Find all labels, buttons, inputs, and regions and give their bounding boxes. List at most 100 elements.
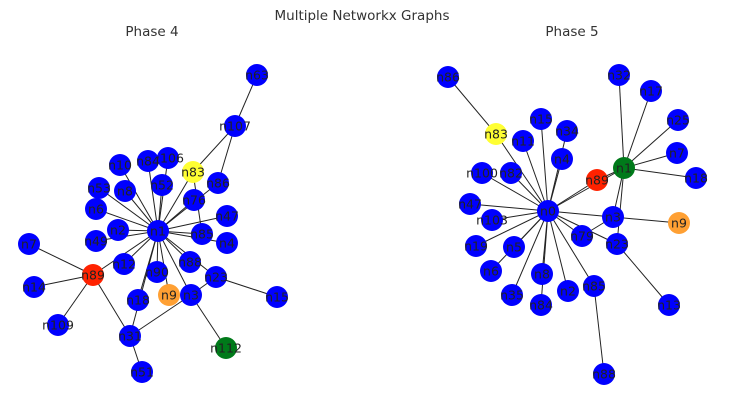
node-label-n103: n103 (476, 213, 508, 228)
node-label-n49: n49 (84, 234, 108, 249)
node-n89-phase-4: n89 (81, 264, 105, 286)
node-n86-phase-5: n86 (436, 66, 460, 88)
node-circle-n18 (685, 167, 707, 189)
node-circle-n19 (465, 235, 487, 257)
node-circle-n103 (481, 209, 503, 231)
node-circle-n84 (530, 294, 552, 316)
figure-title: Multiple Networkx Graphs (274, 8, 449, 24)
node-circle-n25 (667, 109, 689, 131)
node-circle-n63 (246, 64, 268, 86)
node-n49-phase-4: n49 (84, 230, 108, 252)
node-n52-phase-4: n52 (150, 174, 174, 196)
node-circle-n107 (224, 115, 246, 137)
node-label-n82: n82 (499, 166, 523, 181)
node-circle-n88 (593, 363, 615, 385)
node-n18-phase-5: n18 (684, 167, 708, 189)
node-n12-phase-4: n12 (112, 253, 136, 275)
node-circle-n85 (583, 275, 605, 297)
node-n0-phase-5: n0 (537, 200, 559, 222)
node-label-n9: n9 (161, 288, 177, 303)
node-n88-phase-5: n88 (592, 363, 616, 385)
node-label-n106: n106 (152, 151, 184, 166)
node-n9-phase-5: n9 (668, 212, 690, 234)
node-label-n83: n83 (181, 165, 205, 180)
node-n15-phase-5: n15 (529, 108, 553, 130)
node-label-n4: n4 (554, 152, 570, 167)
node-label-n25: n25 (666, 113, 690, 128)
node-n18-phase-4: n18 (126, 289, 150, 311)
node-label-n3: n3 (183, 288, 199, 303)
node-circle-n7 (666, 142, 688, 164)
node-label-n47: n47 (458, 197, 482, 212)
node-n17-phase-5: n17 (639, 80, 663, 102)
node-label-n13: n13 (657, 298, 681, 313)
node-label-n112: n112 (210, 341, 242, 356)
edge-n31-n1 (129, 230, 159, 337)
node-n3-phase-4: n3 (180, 284, 202, 306)
node-label-n2: n2 (110, 223, 126, 238)
node-label-n14: n14 (22, 280, 46, 295)
node-n82-phase-5: n82 (499, 162, 523, 184)
node-n1-phase-4: n1 (147, 220, 169, 242)
node-n11-phase-5: n11 (511, 130, 535, 152)
node-n109-phase-4: n109 (42, 314, 74, 336)
node-n5-phase-5: n5 (503, 236, 525, 258)
node-circle-n5 (503, 236, 525, 258)
edge-n25-n1 (623, 119, 679, 169)
edge-n100-n0 (481, 172, 549, 212)
edge-n86-n83 (447, 76, 497, 135)
node-n84-phase-5: n84 (529, 294, 553, 316)
node-n51-phase-4: n51 (130, 361, 154, 383)
node-circle-n4 (216, 232, 238, 254)
node-label-n84: n84 (529, 298, 553, 313)
node-n4-phase-4: n4 (216, 232, 238, 254)
node-label-n18: n18 (126, 293, 150, 308)
node-label-n34: n34 (555, 124, 579, 139)
node-circle-n47 (459, 193, 481, 215)
node-label-n51: n51 (130, 365, 154, 380)
edge-n17-n1 (623, 90, 652, 169)
node-label-n0: n0 (540, 204, 556, 219)
node-n103-phase-5: n103 (476, 209, 508, 231)
node-n107-phase-4: n107 (219, 115, 251, 137)
edge-n23-n13 (616, 243, 670, 306)
node-label-n90: n90 (145, 265, 169, 280)
node-label-n17: n17 (639, 84, 663, 99)
node-circle-n89 (82, 264, 104, 286)
node-n15-phase-4: n15 (265, 286, 289, 308)
node-circle-n8 (114, 180, 136, 202)
node-n47-phase-4: n47 (215, 205, 239, 227)
node-circle-n109 (47, 314, 69, 336)
node-circle-n14 (23, 276, 45, 298)
panel-title-phase-4: Phase 4 (125, 24, 178, 40)
node-n35-phase-5: n35 (500, 284, 524, 306)
node-label-n19: n19 (464, 239, 488, 254)
node-n10-phase-4: n10 (108, 154, 132, 176)
node-circle-n7 (18, 233, 40, 255)
node-n23-phase-4: n23 (204, 266, 228, 288)
node-circle-n89 (586, 169, 608, 191)
node-label-n89: n89 (81, 268, 105, 283)
node-label-n85: n85 (190, 227, 214, 242)
node-n31-phase-4: n31 (118, 325, 142, 347)
edge-n83-n0 (495, 133, 549, 212)
node-n85-phase-5: n85 (582, 275, 606, 297)
node-circle-n18 (127, 289, 149, 311)
node-n1-phase-5: n1 (613, 157, 635, 179)
node-n47-phase-5: n47 (458, 193, 482, 215)
node-label-n2: n2 (560, 284, 576, 299)
edge-n31-n89 (92, 274, 131, 337)
node-circle-n100 (471, 162, 493, 184)
edge-n85-n0 (547, 210, 595, 287)
node-circle-n8 (531, 263, 553, 285)
node-label-n5: n5 (506, 240, 522, 255)
node-circle-n12 (113, 253, 135, 275)
node-label-n84: n84 (136, 154, 160, 169)
node-n6-phase-5: n6 (480, 260, 502, 282)
edge-n1-n23 (616, 167, 625, 245)
node-label-n88: n88 (592, 367, 616, 382)
edge-n47-n0 (469, 203, 549, 212)
